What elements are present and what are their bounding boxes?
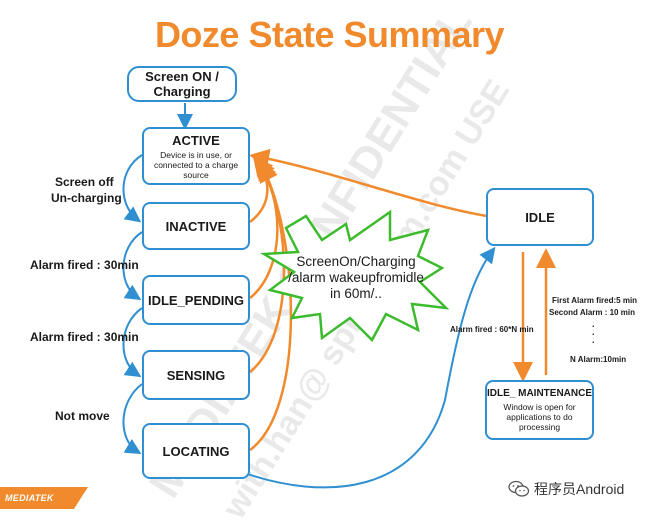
burst-label: ScreenOn/Charging /alarm wakeupfromidle …: [276, 254, 436, 302]
burst-line-2: /alarm wakeupfromidle: [288, 270, 424, 285]
state-idle-title: IDLE: [525, 209, 555, 225]
state-active-desc-3: source: [183, 169, 209, 180]
arrow-locating-idle: [235, 246, 496, 489]
state-locating: LOCATING: [142, 423, 250, 479]
burst-line-1: ScreenOn/Charging: [296, 254, 416, 269]
state-sensing-title: SENSING: [166, 367, 226, 383]
state-idle-maintenance-desc-3: processing: [518, 422, 561, 432]
label-un-charging: Un-charging: [51, 191, 122, 205]
arrow-idlepending-return: [249, 157, 279, 299]
mediatek-logo: MEDIATEK: [0, 487, 88, 509]
state-active: ACTIVE Device is in use, or connected to…: [142, 127, 250, 185]
state-screen-on: Screen ON / Charging: [127, 66, 237, 102]
state-active-desc-1: Device is in use, or: [160, 149, 232, 160]
state-idle: IDLE: [486, 188, 594, 246]
arrow-idlepending-sensing: [122, 307, 143, 378]
label-n-alarm: N Alarm:10min: [570, 355, 627, 364]
label-alarm-60n: Alarm fired : 60*N min: [450, 325, 534, 334]
state-sensing: SENSING: [142, 350, 250, 400]
brand-text: 程序员Android: [534, 481, 625, 497]
brand-badge: 程序员Android: [508, 479, 624, 499]
mediatek-logo-text: MEDIATEK: [5, 493, 54, 503]
wechat-icon: [508, 480, 530, 497]
arrow-active-inactive: [122, 154, 143, 223]
label-second-alarm: Second Alarm : 10 min: [549, 308, 635, 317]
state-idle-maintenance-title: IDLE_ MAINTENANCE: [487, 388, 593, 399]
state-idle-maintenance: IDLE_ MAINTENANCE Window is open for app…: [485, 380, 594, 440]
state-inactive-title: INACTIVE: [165, 218, 227, 234]
state-inactive: INACTIVE: [142, 202, 250, 250]
state-idle-pending-title: IDLE_PENDING: [147, 292, 245, 308]
burst-shape: [259, 209, 450, 343]
state-idle-pending: IDLE_PENDING: [142, 275, 250, 325]
arrow-idle-active: [249, 148, 488, 218]
page-title: Doze State Summary: [154, 14, 505, 55]
state-screen-on-line2: Charging: [153, 84, 211, 99]
label-alarm-30-b: Alarm fired : 30min: [30, 330, 139, 344]
arrow-sensing-locating: [122, 383, 143, 455]
label-alarm-30-a: Alarm fired : 30min: [30, 258, 139, 272]
label-not-move: Not move: [55, 409, 110, 423]
state-locating-title: LOCATING: [162, 443, 230, 459]
state-screen-on-line1: Screen ON /: [145, 69, 219, 84]
arrow-locating-return: [249, 161, 293, 452]
state-active-title: ACTIVE: [172, 132, 220, 148]
burst-line-3: in 60m/..: [330, 286, 382, 301]
state-idle-maintenance-desc-2: applications to do: [506, 412, 573, 422]
arrow-inactive-idlepending: [122, 231, 143, 301]
state-idle-maintenance-desc-1: Window is open for: [503, 402, 576, 412]
label-first-alarm: First Alarm fired:5 min: [552, 296, 638, 305]
state-active-desc-2: connected to a charge: [153, 159, 239, 170]
label-alarm-dots: ...: [592, 319, 595, 345]
label-screen-off: Screen off: [55, 175, 114, 189]
